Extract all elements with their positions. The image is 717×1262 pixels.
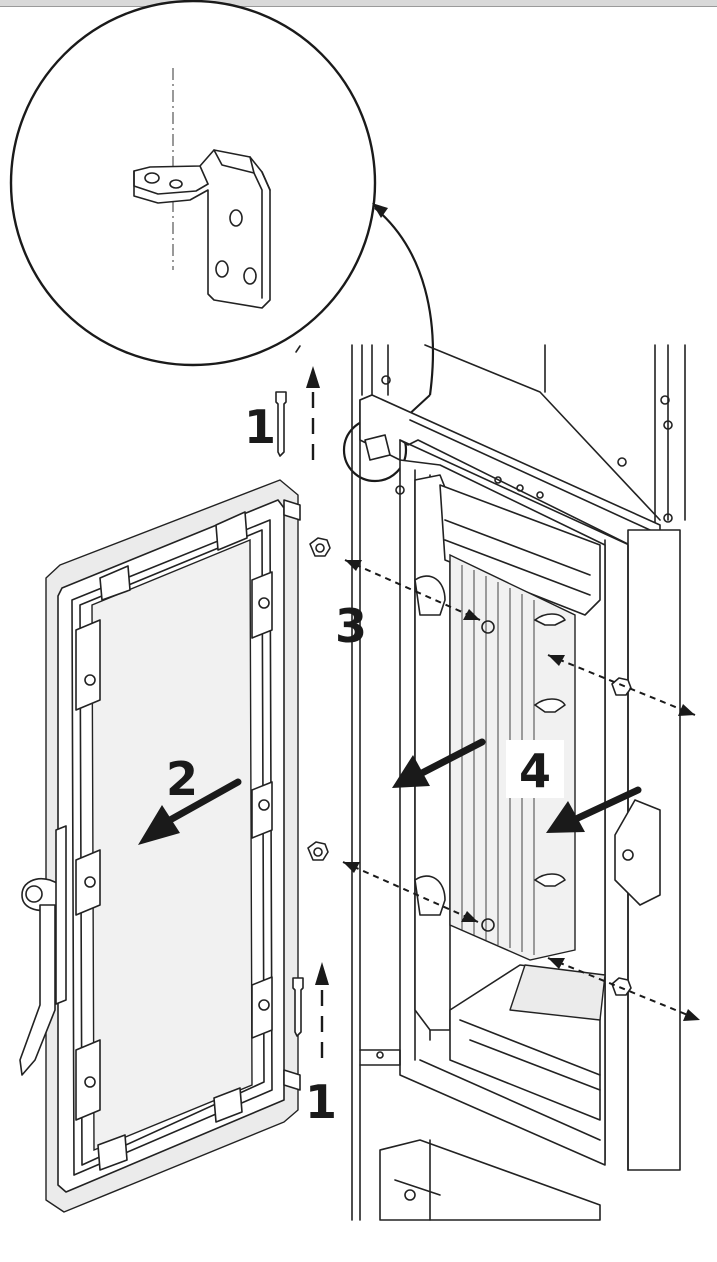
step-label-pin-top: 1	[244, 400, 276, 454]
stove-door	[19, 479, 301, 1213]
door-glass	[91, 538, 253, 1152]
nut-bottom	[307, 841, 329, 861]
hinge-bracket	[133, 149, 271, 309]
top-header-bar	[0, 0, 717, 7]
nut-top	[309, 537, 331, 557]
detail-callout	[9, 0, 435, 483]
nut-bottom-path	[342, 861, 479, 923]
door-removal-arrow	[166, 778, 242, 824]
nut-right-top	[611, 677, 632, 696]
nut-top-path	[344, 559, 481, 621]
clip-right-top-path	[547, 654, 696, 716]
clip-right-bottom-path	[547, 957, 701, 1021]
callout-curve-arrow	[374, 207, 435, 396]
nut-right-bottom	[611, 977, 632, 996]
hinge-pin-bottom	[292, 977, 304, 1037]
stove-body	[351, 344, 686, 1221]
step-label-door: 2	[166, 752, 198, 806]
glass-removal-arrow-left	[418, 738, 486, 777]
hinge-pin-top	[275, 391, 287, 457]
door-handle	[19, 825, 67, 1076]
step-label-glass: 4	[519, 744, 551, 798]
step-label-pin-bottom: 1	[305, 1075, 337, 1129]
step-label-nuts: 3	[335, 599, 367, 653]
glass-removal-arrow-right	[574, 786, 642, 822]
